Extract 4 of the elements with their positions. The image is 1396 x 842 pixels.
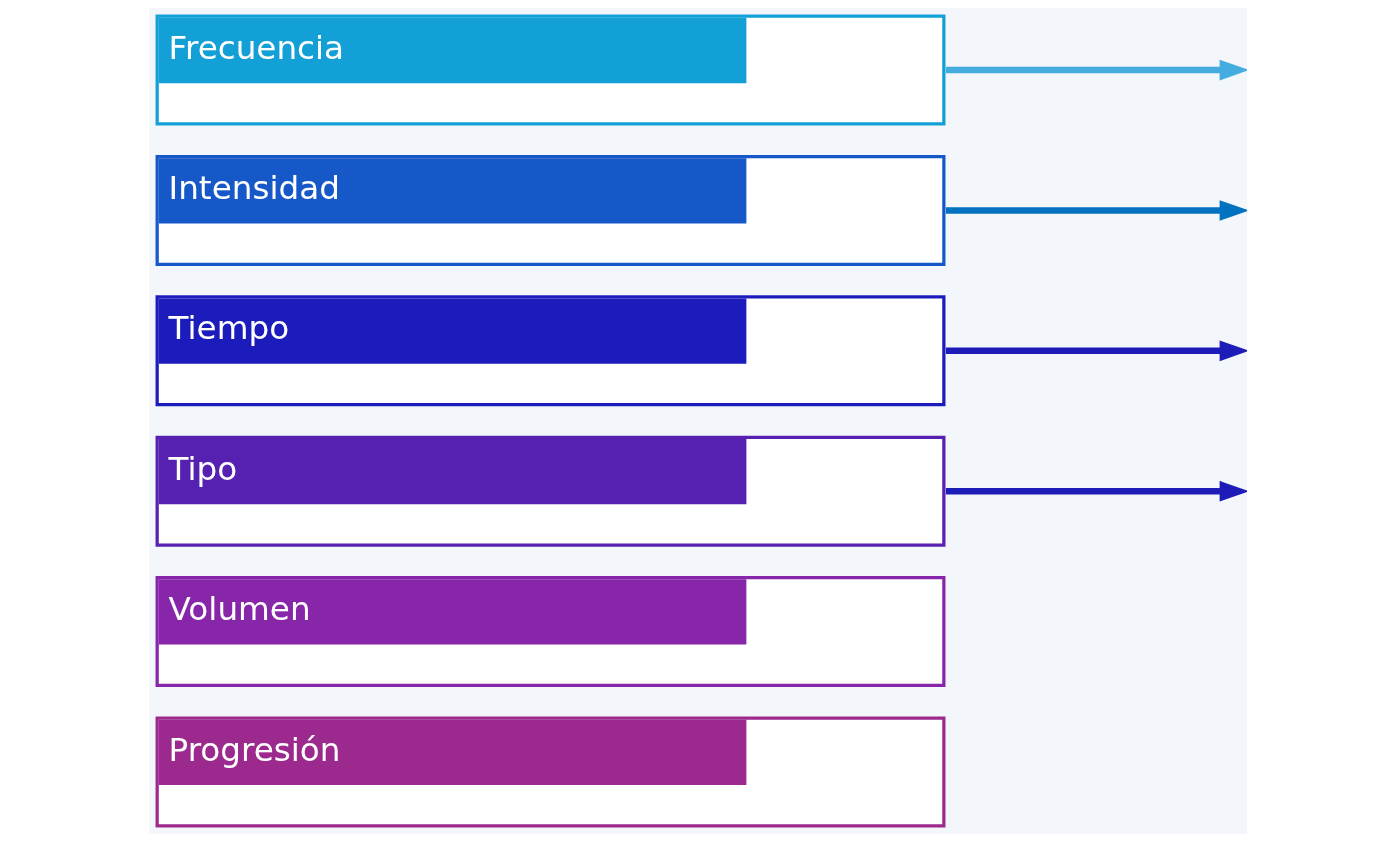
- arrow: [945, 200, 1247, 221]
- arrow: [945, 480, 1247, 502]
- arrow: [945, 340, 1247, 362]
- arrow: [945, 59, 1247, 81]
